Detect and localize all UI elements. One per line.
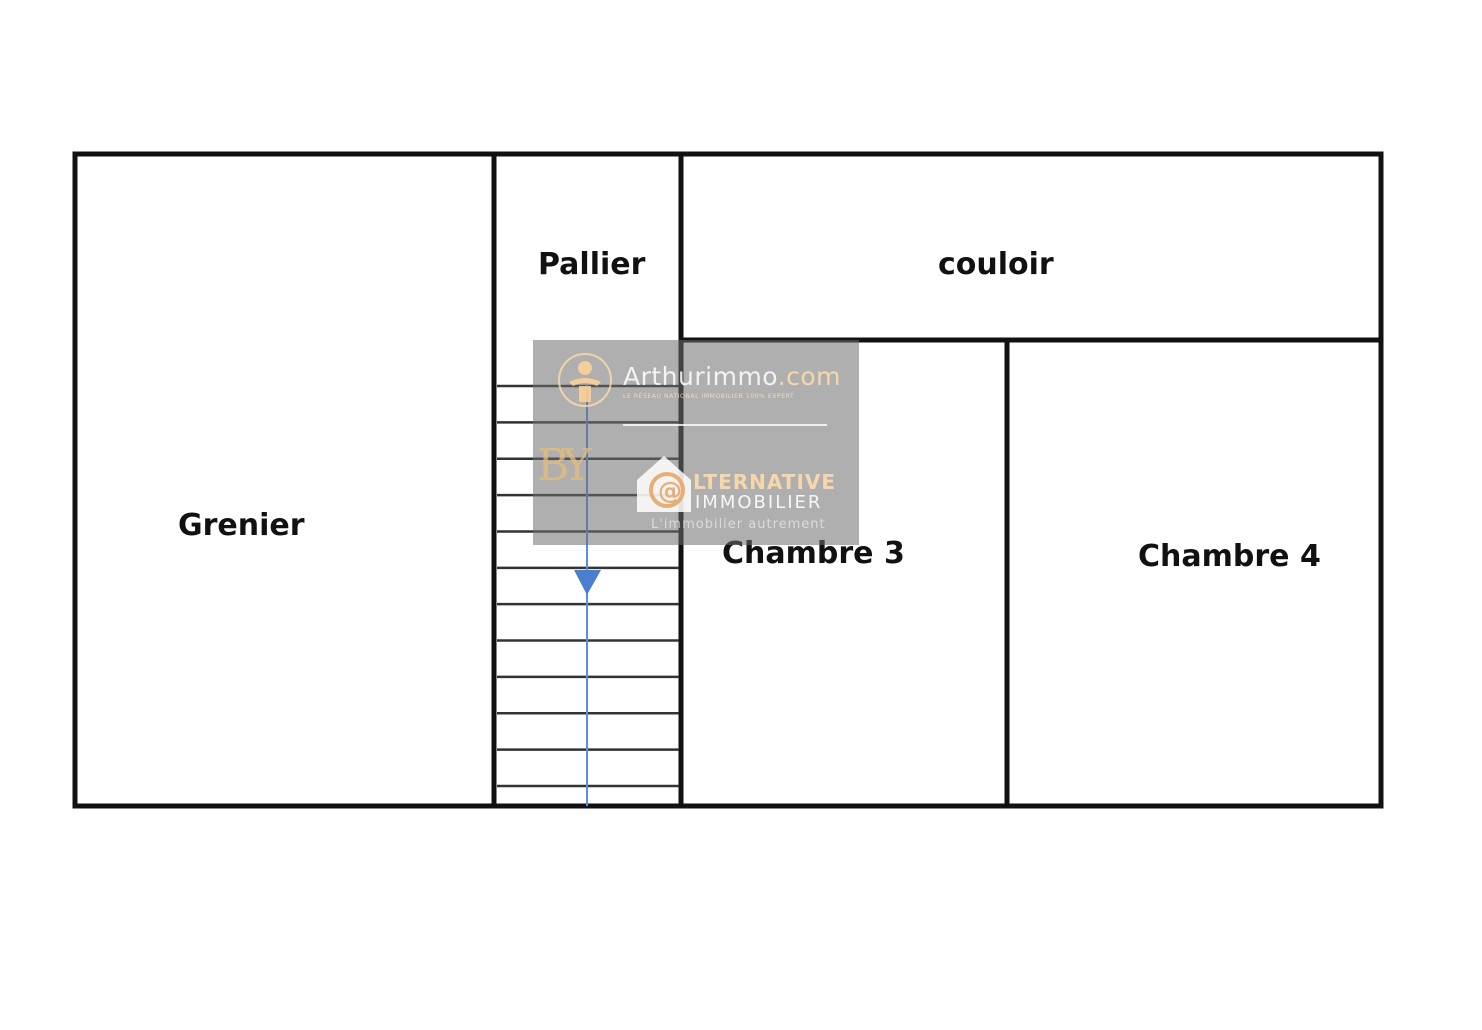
watermark-tagline: LE RÉSEAU NATIONAL IMMOBILIER 100% EXPER… — [623, 393, 795, 400]
watermark-alternative: LTERNATIVE — [693, 470, 837, 494]
outer-wall — [72, 151, 1384, 809]
room-label-couloir: couloir — [938, 247, 1054, 282]
watermark-by-logo: BY — [537, 440, 592, 491]
watermark-brand: Arthurimmo.com — [623, 362, 841, 391]
svg-text:@: @ — [658, 477, 682, 505]
agency-watermark: Arthurimmo.com LE RÉSEAU NATIONAL IMMOBI… — [533, 340, 859, 545]
arthurimmo-logo-icon — [558, 353, 612, 407]
watermark-separator — [623, 424, 827, 426]
room-label-grenier: Grenier — [178, 508, 305, 543]
room-label-pallier: Pallier — [538, 247, 646, 282]
watermark-brand-domain: .com — [777, 362, 842, 391]
stair-arrow-head — [574, 570, 601, 595]
watermark-slogan: L'immobilier autrement — [651, 517, 826, 532]
house-at-icon: @ — [637, 456, 691, 512]
room-label-chambre-4: Chambre 4 — [1138, 539, 1321, 574]
watermark-brand-name: Arthurimmo — [623, 362, 778, 391]
watermark-immobilier: IMMOBILIER — [695, 492, 823, 513]
